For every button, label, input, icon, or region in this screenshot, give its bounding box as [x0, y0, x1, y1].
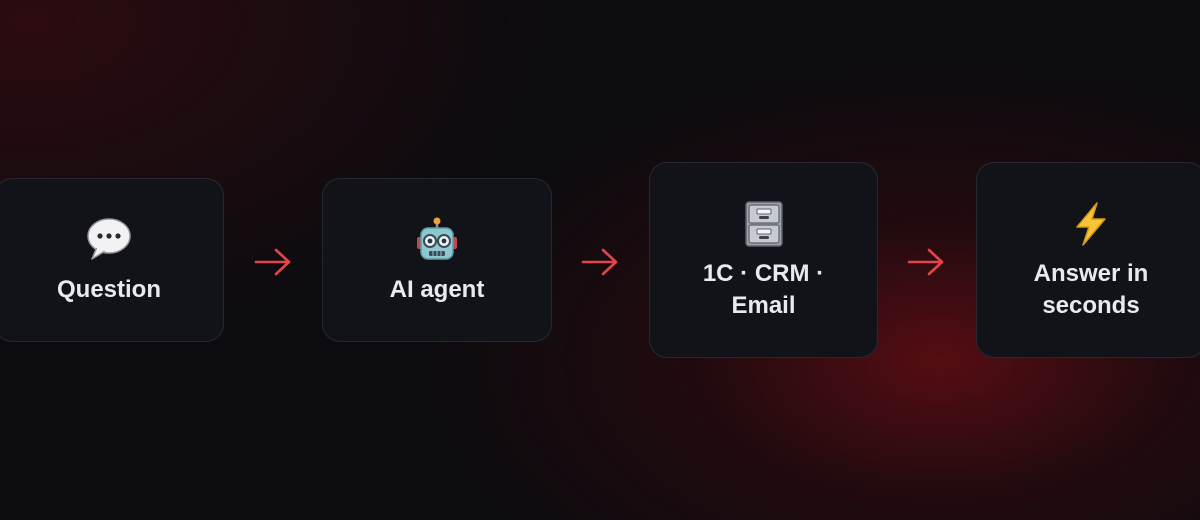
arrow-right-icon — [254, 248, 291, 276]
arrow-right-icon — [907, 248, 944, 276]
step-label: Answer in seconds — [1033, 260, 1149, 319]
step-card-data-sources: 1C · CRM · Email — [649, 162, 878, 358]
arrow-right-icon — [581, 248, 618, 276]
speech-bubble-icon — [81, 214, 137, 266]
step-card-ai-agent: AI agent — [322, 178, 552, 342]
step-card-question: Question — [0, 178, 224, 342]
step-label: 1C · CRM · Email — [702, 260, 825, 319]
step-card-answer: Answer in seconds — [976, 162, 1200, 358]
step-label: AI agent — [389, 276, 485, 303]
lightning-icon — [1063, 198, 1119, 250]
step-label: Question — [56, 276, 161, 303]
file-cabinet-icon — [736, 198, 792, 250]
robot-icon — [409, 214, 465, 266]
